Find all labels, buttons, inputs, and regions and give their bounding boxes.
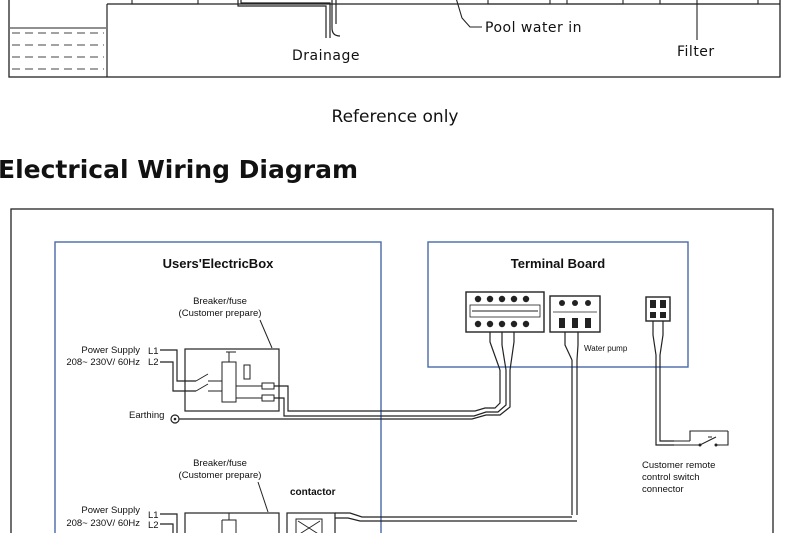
- supply-1-wires: [160, 349, 196, 392]
- remote-label-line2: control switch: [642, 472, 700, 483]
- breaker-1-leader: [259, 319, 273, 349]
- terminal-pump-wires: [564, 332, 579, 361]
- breaker-1-box: [184, 348, 280, 412]
- supply-2-wires: [160, 513, 178, 533]
- remote-wires: [652, 321, 674, 446]
- wiring-diagram: Users'ElectricBox Terminal Board Breaker…: [10, 208, 774, 533]
- breaker-1-label-line2: (Customer prepare): [179, 308, 262, 319]
- l1-label: L1: [148, 346, 159, 357]
- pool-water-hatch: [12, 32, 104, 70]
- water-pump-label: Water pump: [584, 344, 628, 353]
- terminal-main-wires: [489, 332, 515, 371]
- cable-1-to-terminal: [179, 370, 511, 420]
- terminal-strip-remote: [645, 296, 671, 322]
- pool-water-in-label: Pool water in: [485, 20, 582, 36]
- l2-label: L2: [148, 357, 159, 368]
- breaker-2-box: [184, 512, 280, 533]
- power-supply-1-line2: 208~ 230V/ 60Hz: [66, 357, 140, 368]
- l1-b-label: L1: [148, 510, 159, 521]
- pool-diagram: Drainage Pool water in Filter: [8, 0, 781, 78]
- power-supply-2-line1: Power Supply: [81, 505, 140, 516]
- terminal-strip-pump: [549, 295, 601, 333]
- contactor-box: [286, 512, 336, 533]
- earthing-label: Earthing: [129, 410, 164, 421]
- cable-2-to-pump: [335, 512, 577, 522]
- terminal-strip-main: [465, 291, 545, 333]
- terminal-board-title: Terminal Board: [511, 256, 605, 271]
- reference-caption: Reference only: [332, 107, 459, 127]
- breaker-1-label-line1: Breaker/fuse: [193, 296, 247, 307]
- cable-pump: [571, 360, 578, 515]
- contactor-label: contactor: [290, 487, 336, 498]
- l2-b-label: L2: [148, 520, 159, 531]
- remote-label-line3: connector: [642, 484, 684, 495]
- terminal-board-box: [427, 241, 689, 368]
- breaker-1-internals: [195, 351, 275, 403]
- filter-label: Filter: [677, 44, 715, 60]
- users-electric-box-title: Users'ElectricBox: [163, 256, 275, 271]
- breaker-2-leader: [257, 481, 269, 513]
- drainage-pipe: [237, 0, 331, 38]
- remote-label-line1: Customer remote: [642, 460, 715, 471]
- pool-water-in-leader: [456, 0, 482, 28]
- drainage-label: Drainage: [292, 48, 360, 64]
- pool-frame: [8, 0, 781, 78]
- power-supply-1-line1: Power Supply: [81, 345, 140, 356]
- remote-switch-icon: [674, 430, 729, 446]
- equipment-boxes: [131, 0, 759, 5]
- breaker-2-internals: [221, 513, 237, 533]
- users-electric-box: [54, 241, 382, 533]
- breaker-2-label-line2: (Customer prepare): [179, 470, 262, 481]
- drainage-pipe-bend: [331, 0, 341, 37]
- wiring-heading: Electrical Wiring Diagram: [0, 155, 358, 184]
- breaker-2-label-line1: Breaker/fuse: [193, 458, 247, 469]
- wiring-frame: [10, 208, 774, 533]
- power-supply-2-line2: 208~ 230V/ 60Hz: [66, 518, 140, 529]
